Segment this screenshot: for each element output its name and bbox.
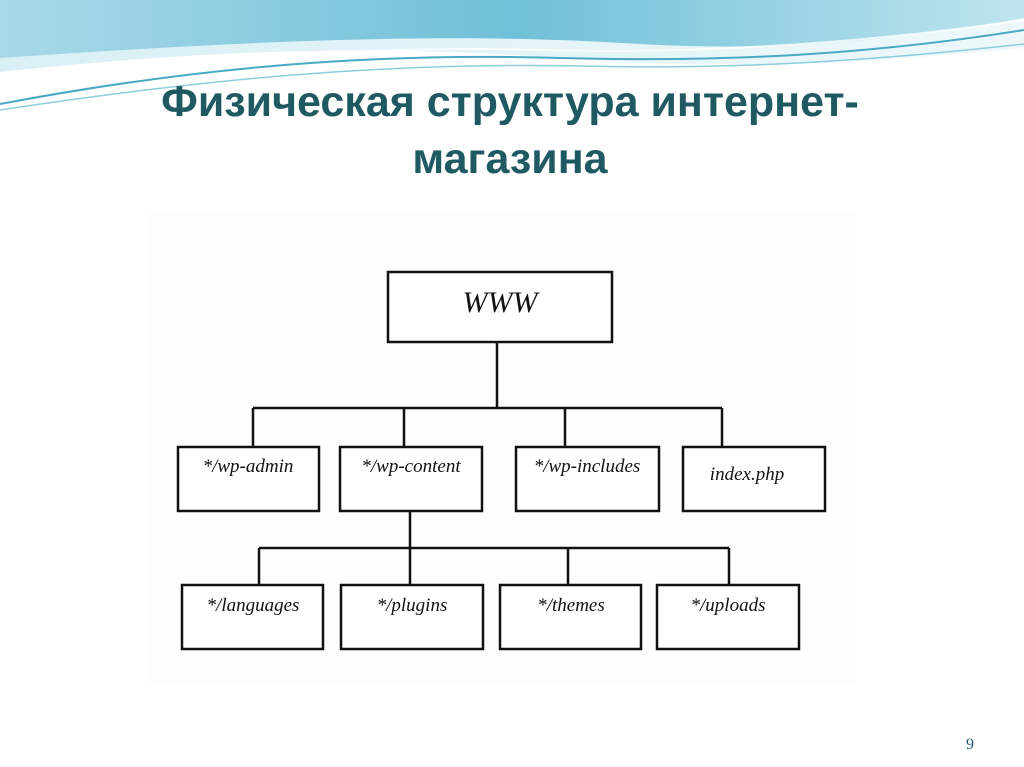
- node-index-php: index.php: [681, 445, 827, 513]
- node-index-php-box: [681, 445, 827, 513]
- slide-title-line-2: магазина: [412, 135, 608, 183]
- slide-title: Физическая структура интернет- магазина: [110, 74, 910, 188]
- wave-line-2: [0, 43, 1024, 111]
- node-themes: */themes: [498, 583, 643, 651]
- node-index-php-label: index.php: [710, 464, 784, 485]
- node-plugins-box: [339, 583, 485, 651]
- node-root: WWW: [386, 270, 614, 344]
- node-wp-admin: */wp-admin: [176, 445, 321, 513]
- wave-decoration: [0, 0, 1024, 111]
- wave-line-1: [0, 29, 1024, 105]
- node-wp-content: */wp-content: [338, 445, 484, 513]
- node-languages-box: [180, 583, 325, 651]
- node-plugins-label: */plugins: [377, 595, 448, 616]
- wave-main: [0, 0, 1024, 58]
- node-wp-admin-label: */wp-admin: [203, 456, 294, 477]
- connector-lines: [251, 342, 731, 585]
- node-plugins: */plugins: [339, 583, 485, 651]
- node-wp-includes: */wp-includes: [514, 445, 661, 513]
- slide-title-line-1: Физическая структура интернет-: [161, 78, 859, 126]
- node-wp-admin-box: [176, 445, 321, 513]
- node-wp-includes-box: [514, 445, 661, 513]
- node-themes-label: */themes: [537, 595, 605, 616]
- node-uploads: */uploads: [655, 583, 801, 651]
- node-wp-includes-label: */wp-includes: [534, 456, 641, 477]
- node-root-label: WWW: [463, 286, 541, 319]
- node-languages: */languages: [180, 583, 325, 651]
- node-uploads-label: */uploads: [691, 595, 766, 616]
- node-themes-box: [498, 583, 643, 651]
- wave-line-3: [0, 19, 1024, 97]
- page-number: 9: [966, 736, 974, 753]
- node-languages-label: */languages: [207, 595, 300, 616]
- node-wp-content-box: [338, 445, 484, 513]
- node-root-box: [386, 270, 614, 344]
- node-uploads-box: [655, 583, 801, 651]
- node-wp-content-label: */wp-content: [361, 456, 461, 477]
